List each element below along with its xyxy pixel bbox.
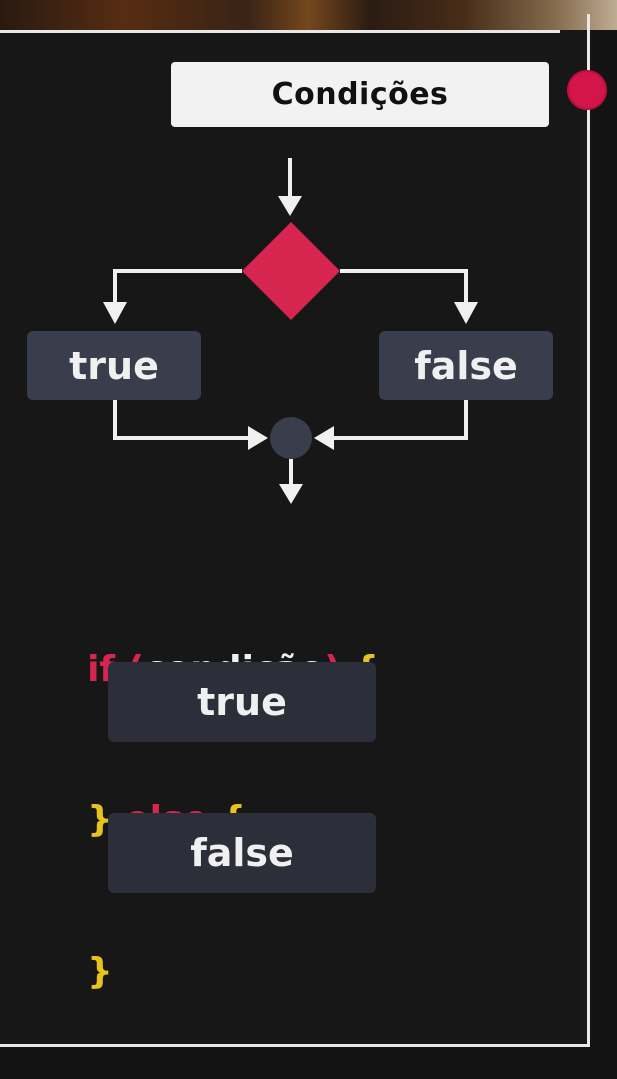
true-code-block: true xyxy=(108,662,376,742)
false-node: false xyxy=(379,331,553,400)
code-line-close: } xyxy=(62,910,113,992)
false-code-block: false xyxy=(108,813,376,893)
exit-arrow xyxy=(279,459,303,504)
background-video-strip xyxy=(0,0,617,30)
frame-right-border xyxy=(587,14,590,1047)
frame-bottom-border xyxy=(0,1044,590,1047)
final-close-brace: } xyxy=(87,951,113,992)
false-node-label: false xyxy=(414,343,518,388)
title-card: Condições xyxy=(171,62,549,127)
false-branch-arrow xyxy=(340,269,478,324)
frame-top-border xyxy=(0,30,560,33)
record-indicator-icon xyxy=(567,70,607,110)
page-title: Condições xyxy=(271,77,449,112)
true-merge-arrow xyxy=(113,400,268,450)
merge-node xyxy=(270,417,312,459)
true-code-label: true xyxy=(197,680,287,724)
false-merge-arrow xyxy=(314,400,468,450)
true-branch-arrow xyxy=(103,269,242,324)
decision-diamond xyxy=(242,222,340,320)
true-node: true xyxy=(27,331,201,400)
entry-arrow xyxy=(278,158,302,216)
false-code-label: false xyxy=(190,831,294,875)
true-node-label: true xyxy=(69,343,159,388)
